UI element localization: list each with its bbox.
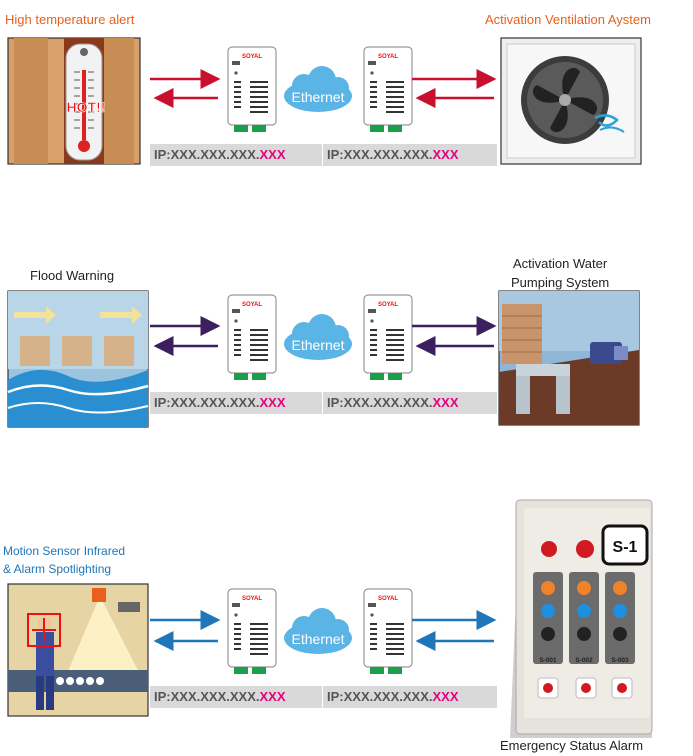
row1-ventilation-fan-image [500,37,642,165]
row2-ip-left: IP:XXX.XXX.XXX.XXX [150,392,322,414]
row3-right-title: Emergency Status Alarm [500,738,644,753]
row1-ip-right-prefix: IP:XXX.XXX.XXX. [327,147,433,162]
row3-ip-right-suffix: XXX [432,689,459,704]
row2-ip-left-prefix: IP:XXX.XXX.XXX. [154,395,260,410]
row2-flood-image [7,290,149,428]
panel-s1-badge-box [601,524,649,566]
panel-switch-label-3: S-003 [611,657,629,664]
panel-s1-badge: S-1 [613,539,638,556]
row3-left-title-line1: Motion Sensor Infrared [3,544,126,558]
row1-device-right-brand: SOYAL [378,54,398,60]
row3-motion-sensor-image [7,583,149,717]
row3-ip-left-suffix: XXX [259,689,286,704]
row3-left-title-line2: & Alarm Spotlighting [3,562,112,576]
row1-ip-left-suffix: XXX [259,147,286,162]
row1-thermometer-image [7,37,141,165]
panel-switch-label-2: S-002 [575,657,593,664]
row2-right-title-line2: Pumping System [511,275,610,290]
row3-device-left-brand: SOYAL [242,596,262,602]
row3-ip-right-prefix: IP:XXX.XXX.XXX. [327,689,433,704]
row1-ip-right-suffix: XXX [432,147,459,162]
row1-cloud-label: Ethernet [292,89,345,105]
row1-ip-left: IP:XXX.XXX.XXX.XXX [150,144,322,166]
row3-emergency-panel [510,499,653,738]
row2-cloud-label: Ethernet [292,337,345,353]
panel-switch-label-1: S-001 [539,657,557,664]
panel-indicator-light-1 [541,541,557,557]
row3-device-right-brand: SOYAL [378,596,398,602]
row3-cloud-label: Ethernet [292,631,345,647]
row2-device-left-brand: SOYAL [242,302,262,308]
row1-ip-left-prefix: IP:XXX.XXX.XXX. [154,147,260,162]
row1-hot-badge: HOT!! [67,99,106,115]
row1-left-title: High temperature alert [5,12,135,27]
row1-right-title: Activation Ventilation Aystem [485,12,651,27]
row2-device-right-brand: SOYAL [378,302,398,308]
row1-device-left-brand: SOYAL [242,54,262,60]
row2-left-title: Flood Warning [30,268,115,283]
row3-ip-left-prefix: IP:XXX.XXX.XXX. [154,689,260,704]
row3-ip-right: IP:XXX.XXX.XXX.XXX [323,686,497,708]
row3-ip-left: IP:XXX.XXX.XXX.XXX [150,686,322,708]
row2-ip-left-suffix: XXX [259,395,286,410]
panel-indicator-light-2 [576,540,594,558]
row2-ip-right-prefix: IP:XXX.XXX.XXX. [327,395,433,410]
row2-right-title-line1: Activation Water [513,256,608,271]
row1-ip-right: IP:XXX.XXX.XXX.XXX [323,144,497,166]
row2-ip-right-suffix: XXX [432,395,459,410]
row2-water-pump-image [498,290,640,426]
row2-ip-right: IP:XXX.XXX.XXX.XXX [323,392,497,414]
